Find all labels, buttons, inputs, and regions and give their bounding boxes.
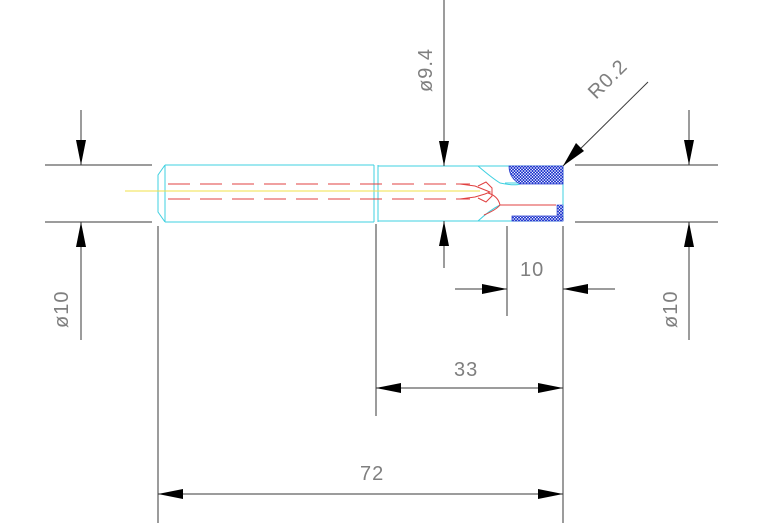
hidden-lines [168, 181, 556, 216]
part-outline [157, 164, 564, 223]
label-radius: R0.2 [584, 55, 632, 103]
dimension-length-10: 10 [455, 226, 615, 316]
dimension-length-72: 72 [157, 226, 563, 523]
label-dia-right: ø10 [660, 291, 682, 328]
label-dia-left: ø10 [51, 291, 73, 328]
dimension-radius: R0.2 [562, 55, 649, 167]
dimension-tip-diameter: ø9.4 [415, 0, 449, 268]
dimension-left-diameter: ø10 [45, 110, 152, 340]
label-dia-tip: ø9.4 [415, 48, 437, 92]
dimension-length-33: 33 [375, 224, 564, 523]
label-length-72: 72 [360, 463, 384, 485]
dimension-right-diameter: ø10 [575, 110, 718, 340]
label-length-10: 10 [520, 259, 544, 281]
label-length-33: 33 [454, 359, 478, 381]
hatched-cutting-edge-upper [508, 165, 564, 185]
hatched-cutting-edge-lower [511, 204, 564, 222]
